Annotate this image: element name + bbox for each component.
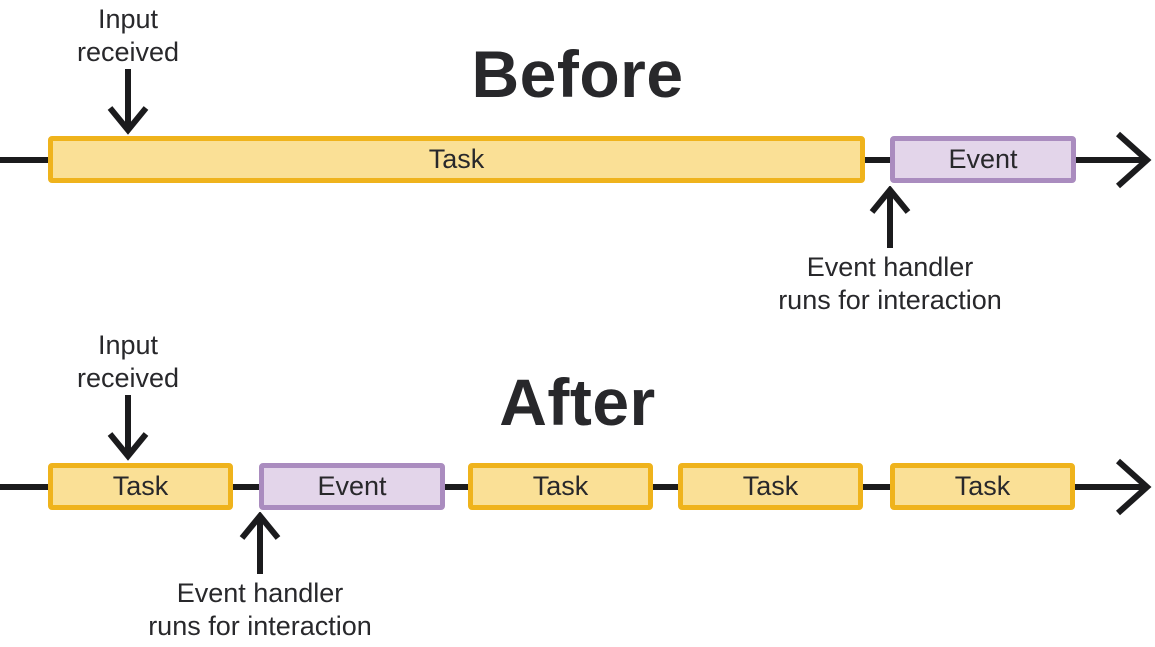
after-input-arrow-down-icon: [107, 395, 149, 461]
after-input-received-label: Input received: [76, 330, 180, 393]
before-task-bar: Task: [48, 136, 865, 183]
before-task-bar-label: Task: [428, 144, 485, 174]
before-input-arrow-down-icon: [107, 69, 149, 135]
after-event-bar: Event: [259, 463, 445, 510]
after-task-bar-3-label: Task: [742, 471, 799, 501]
after-task-bar-1: Task: [48, 463, 233, 510]
before-event-bar-label: Event: [948, 144, 1018, 174]
after-task-bar-4: Task: [890, 463, 1075, 510]
before-event-bar: Event: [890, 136, 1076, 183]
before-event-handler-arrow-up-icon: [869, 186, 911, 248]
after-event-handler-label: Event handler runs for interaction: [148, 578, 372, 641]
before-event-handler-label: Event handler runs for interaction: [778, 252, 1002, 315]
after-event-handler-arrow-up-icon: [239, 512, 281, 574]
after-event-bar-label: Event: [317, 471, 387, 501]
after-task-bar-3: Task: [678, 463, 863, 510]
after-title: After: [499, 365, 656, 439]
after-task-bar-4-label: Task: [954, 471, 1011, 501]
after-task-bar-2: Task: [468, 463, 653, 510]
after-task-bar-2-label: Task: [532, 471, 589, 501]
before-title: Before: [471, 37, 684, 111]
before-input-received-label: Input received: [76, 4, 180, 67]
after-task-bar-1-label: Task: [112, 471, 169, 501]
